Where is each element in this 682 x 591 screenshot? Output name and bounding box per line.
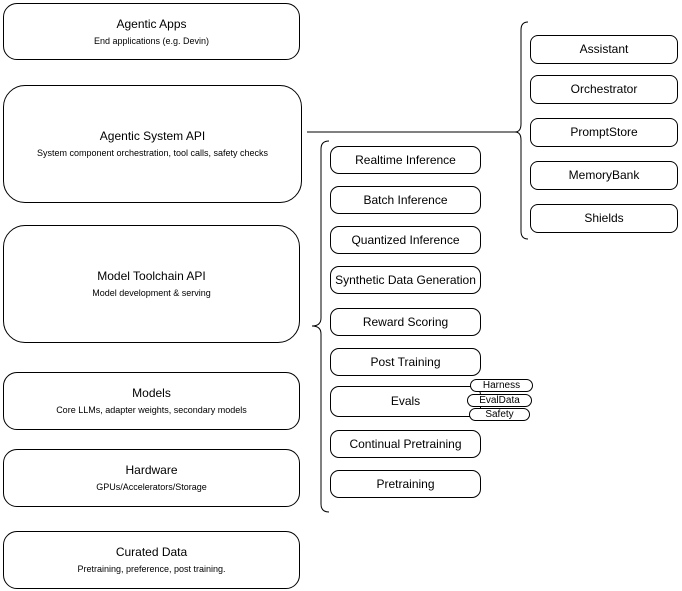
node-title: Agentic Apps xyxy=(116,16,187,31)
node-subtitle: GPUs/Accelerators/Storage xyxy=(96,482,207,492)
node-evals: Evals xyxy=(330,386,481,417)
node-synthetic-data-generation: Synthetic Data Generation xyxy=(330,266,481,294)
node-title: Agentic System API xyxy=(99,129,206,143)
node-continual-pretraining: Continual Pretraining xyxy=(330,430,481,458)
node-subtitle: Pretraining, preference, post training. xyxy=(77,564,226,574)
node-subtitle: Core LLMs, adapter weights, secondary mo… xyxy=(56,405,247,415)
node-orchestrator: Orchestrator xyxy=(530,75,678,104)
node-agentic-system-api: Agentic System API System component orch… xyxy=(3,85,302,203)
node-subtitle: End applications (e.g. Devin) xyxy=(93,35,210,46)
node-reward-scoring: Reward Scoring xyxy=(330,308,481,336)
node-hardware: Hardware GPUs/Accelerators/Storage xyxy=(3,449,300,507)
node-realtime-inference: Realtime Inference xyxy=(330,146,481,174)
node-title: Curated Data xyxy=(115,545,188,559)
node-promptstore: PromptStore xyxy=(530,118,678,147)
tag-harness: Harness xyxy=(470,379,533,392)
node-assistant: Assistant xyxy=(530,35,678,64)
node-title: Models xyxy=(132,386,171,400)
system-group-brace xyxy=(514,21,529,240)
node-subtitle: Model development & serving xyxy=(92,288,211,298)
toolchain-group-brace xyxy=(311,140,330,513)
node-title: Hardware xyxy=(125,463,178,477)
tag-safety: Safety xyxy=(469,408,530,421)
node-subtitle: System component orchestration, tool cal… xyxy=(36,148,269,158)
node-post-training: Post Training xyxy=(330,348,481,376)
node-title: Model Toolchain API xyxy=(97,269,206,283)
node-pretraining: Pretraining xyxy=(330,470,481,498)
node-curated-data: Curated Data Pretraining, preference, po… xyxy=(3,531,300,589)
node-shields: Shields xyxy=(530,204,678,233)
node-memorybank: MemoryBank xyxy=(530,161,678,190)
node-agentic-apps: Agentic Apps End applications (e.g. Devi… xyxy=(3,3,300,60)
node-model-toolchain-api: Model Toolchain API Model development & … xyxy=(3,225,300,343)
tag-evaldata: EvalData xyxy=(467,394,532,407)
node-batch-inference: Batch Inference xyxy=(330,186,481,214)
node-quantized-inference: Quantized Inference xyxy=(330,226,481,254)
node-models: Models Core LLMs, adapter weights, secon… xyxy=(3,372,300,430)
